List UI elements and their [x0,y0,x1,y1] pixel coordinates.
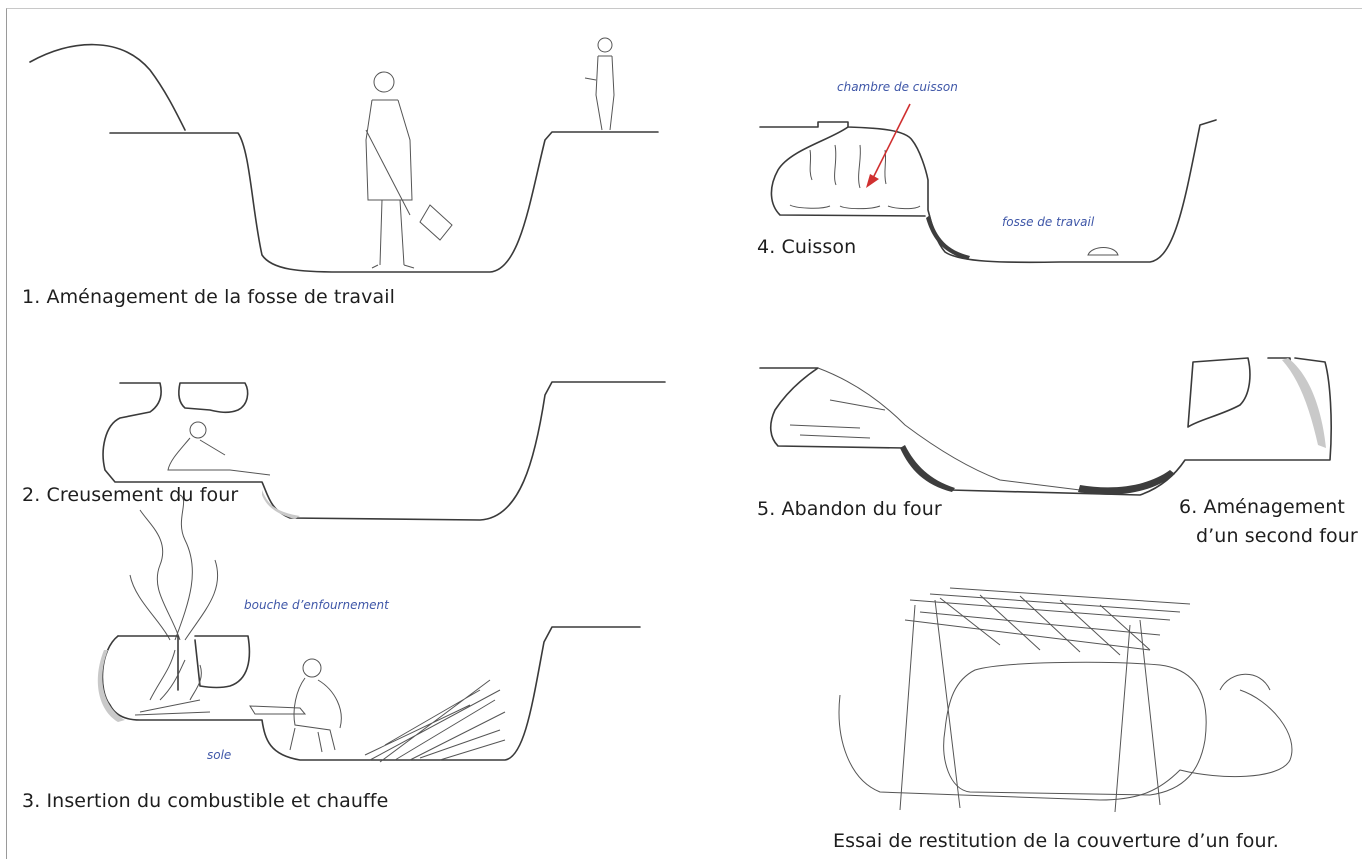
arrow-chambre [871,103,911,181]
restitution-sketch [838,587,1293,813]
woodpile [364,679,506,763]
label-bouche-d-enfournement: bouche d’enfournement [244,598,389,612]
caption-step-3: 3. Insertion du combustible et chauffe [22,790,389,812]
crouching-digger-figure [167,421,271,476]
panel-2-oven-digging [102,381,666,521]
panel-1-work-pit [29,37,659,273]
digger-figure [365,71,453,269]
caption-step-5: 5. Abandon du four [757,498,942,520]
caption-step-6-line1: 6. Aménagement [1179,496,1345,518]
observer-figure [584,37,615,131]
label-fosse-de-travail: fosse de travail [1002,215,1095,229]
caption-step-1: 1. Aménagement de la fosse de travail [22,286,395,308]
caption-step-4: 4. Cuisson [757,236,857,258]
label-sole: sole [207,748,232,762]
caption-step-2: 2. Creusement du four [22,484,239,506]
caption-step-6-line2: d’un second four [1196,525,1358,547]
label-chambre-de-cuisson: chambre de cuisson [837,80,958,94]
panel-4-firing [759,103,1217,264]
caption-restitution: Essai de restitution de la couverture d’… [833,830,1279,852]
stoker-figure [249,658,342,753]
fire [134,649,211,716]
figure-frame [6,8,1362,859]
panel-5-6-abandonment [759,357,1332,496]
panel-3-heating [97,494,641,763]
